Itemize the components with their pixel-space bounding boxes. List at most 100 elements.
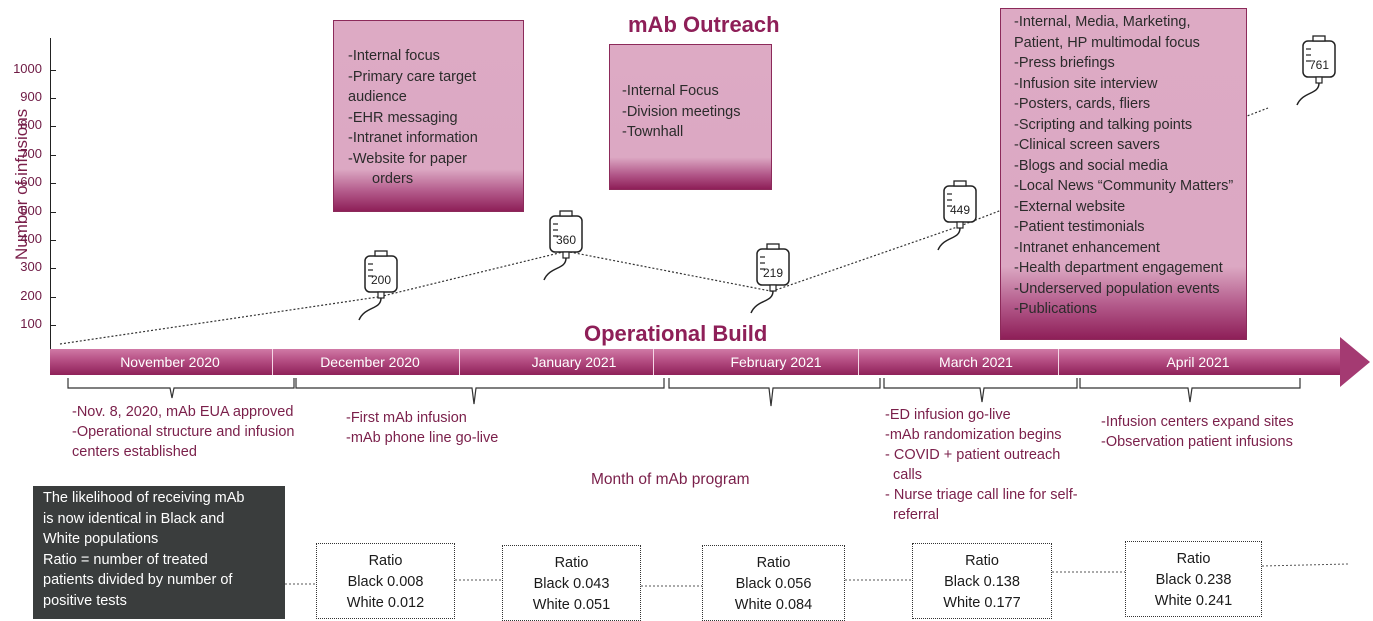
outreach-box-3-line: -Infusion site interview <box>1014 75 1158 92</box>
y-tick-mark <box>50 239 56 241</box>
ratio-white: White 0.084 <box>734 597 813 613</box>
ratio-title: Ratio <box>368 553 403 569</box>
ratio-white: White 0.012 <box>346 595 425 611</box>
ratio-black: Black 0.008 <box>347 574 424 590</box>
iv-bag-value: 200 <box>371 273 391 287</box>
y-tick-mark <box>50 69 56 71</box>
outreach-box-1-line: -Website for paper <box>348 150 468 167</box>
month-label: March 2021 <box>939 354 1013 370</box>
callout-line: positive tests <box>43 592 127 609</box>
operational-note-mar: -ED infusion go-live -mAb randomization … <box>885 405 1078 525</box>
y-axis-line <box>50 38 51 375</box>
iv-bag-value: 360 <box>556 233 576 247</box>
outreach-box-2: -Internal Focus -Division meetings -Town… <box>609 44 772 190</box>
outreach-box-3-line: -Intranet enhancement <box>1014 239 1160 256</box>
note-line: -Infusion centers expand sites <box>1101 414 1294 430</box>
month-divider <box>653 349 654 375</box>
brace-apr <box>1079 378 1301 403</box>
outreach-box-3-line: -Local News “Community Matters” <box>1014 178 1234 194</box>
ratio-black: Black 0.138 <box>944 574 1020 590</box>
note-line: - COVID + patient outreach <box>885 447 1061 463</box>
timeline-bar <box>50 349 1346 375</box>
month-label: April 2021 <box>1166 354 1230 370</box>
y-tick-mark <box>50 97 56 99</box>
month-label: January 2021 <box>531 354 617 370</box>
iv-bag-icon: 449 <box>937 180 977 251</box>
note-line: centers established <box>72 444 197 460</box>
y-tick-mark <box>50 154 56 156</box>
month-label: November 2020 <box>120 354 220 370</box>
callout-line: White populations <box>43 531 159 547</box>
callout-line: Ratio = number of treated <box>43 551 208 568</box>
iv-bag-icon: 360 <box>543 210 583 281</box>
ratio-box-jan: Ratio Black 0.043 White 0.051 <box>502 545 641 621</box>
y-tick-label: 100 <box>20 316 42 332</box>
infusion-line-segment <box>565 250 773 292</box>
month-divider <box>858 349 859 375</box>
iv-bag-icon: 200 <box>358 250 398 321</box>
ratio-connector <box>1261 563 1349 567</box>
outreach-box-1-line: audience <box>348 89 407 105</box>
ratio-title: Ratio <box>554 555 589 571</box>
ratio-title: Ratio <box>965 553 999 569</box>
ratio-box-feb: Ratio Black 0.056 White 0.084 <box>702 545 845 621</box>
outreach-box-3-line: -Publications <box>1014 301 1098 317</box>
y-tick-mark <box>50 126 56 128</box>
operational-note-dec: -First mAb infusion -mAb phone line go-l… <box>346 408 498 448</box>
operational-build-title: Operational Build <box>584 321 768 346</box>
outreach-box-1: -Internal focus -Primary care target aud… <box>333 20 524 212</box>
outreach-box-3-line: -Scripting and talking points <box>1014 116 1193 133</box>
note-line: calls <box>893 467 923 483</box>
brace-feb <box>668 378 881 407</box>
month-divider <box>1058 349 1059 375</box>
note-line: -Nov. 8, 2020, mAb EUA approved <box>72 404 294 420</box>
iv-bag-icon: 761 <box>1296 35 1336 106</box>
note-line: -mAb randomization begins <box>885 427 1062 443</box>
callout-box: The likelihood of receiving mAb is now i… <box>33 486 285 619</box>
outreach-box-3-line: -Health department engagement <box>1014 260 1223 276</box>
y-tick-label: 1000 <box>13 60 42 76</box>
ratio-black: Black 0.043 <box>533 576 610 592</box>
y-tick-mark <box>50 325 56 327</box>
month-divider <box>272 349 273 375</box>
y-tick-mark <box>50 183 56 185</box>
iv-bag-value: 219 <box>763 266 783 280</box>
outreach-box-2-line: -Townhall <box>622 124 684 140</box>
outreach-box-2-line: -Internal Focus <box>622 83 719 99</box>
ratio-title: Ratio <box>1176 551 1211 567</box>
ratio-white: White 0.177 <box>943 595 1021 611</box>
outreach-box-3-line: -Blogs and social media <box>1014 157 1168 174</box>
ratio-white: White 0.241 <box>1154 593 1233 609</box>
operational-note-nov: -Nov. 8, 2020, mAb EUA approved -Operati… <box>72 402 294 462</box>
y-tick-label: 300 <box>20 259 42 275</box>
month-label: December 2020 <box>320 354 420 370</box>
callout-line: is now identical in Black and <box>43 510 225 527</box>
iv-bag-value: 761 <box>1309 58 1329 72</box>
y-tick-label: 400 <box>20 230 42 246</box>
ratio-box-apr: Ratio Black 0.238 White 0.241 <box>1125 541 1262 617</box>
iv-bag-icon: 219 <box>750 243 790 314</box>
outreach-box-3-line: Patient, HP multimodal focus <box>1014 34 1200 51</box>
brace-nov <box>67 378 295 399</box>
y-tick-label: 200 <box>20 287 42 303</box>
y-tick-label: 900 <box>20 88 42 104</box>
note-line: -ED infusion go-live <box>885 407 1011 423</box>
infusion-line-segment <box>59 296 381 345</box>
note-line: -mAb phone line go-live <box>346 430 499 446</box>
outreach-box-3: -Internal, Media, Marketing, Patient, HP… <box>1000 8 1247 340</box>
brace-mar <box>883 378 1078 403</box>
y-tick-label: 600 <box>20 174 42 190</box>
outreach-box-3-line: -Posters, cards, fliers <box>1014 96 1151 112</box>
ratio-white: White 0.051 <box>532 597 611 613</box>
x-axis-label: Month of mAb program <box>591 471 750 488</box>
callout-line: patients divided by number of <box>43 572 233 588</box>
outreach-box-1-line: -Internal focus <box>348 48 440 64</box>
outreach-box-2-line: -Division meetings <box>622 103 741 120</box>
outreach-box-1-line: -Primary care target <box>348 68 477 85</box>
operational-note-apr: -Infusion centers expand sites -Observat… <box>1101 412 1294 452</box>
iv-bag-value: 449 <box>950 203 970 217</box>
callout-line: The likelihood of receiving mAb <box>43 490 245 506</box>
ratio-box-dec: Ratio Black 0.008 White 0.012 <box>316 543 455 619</box>
note-line: -Operational structure and infusion <box>72 424 295 440</box>
